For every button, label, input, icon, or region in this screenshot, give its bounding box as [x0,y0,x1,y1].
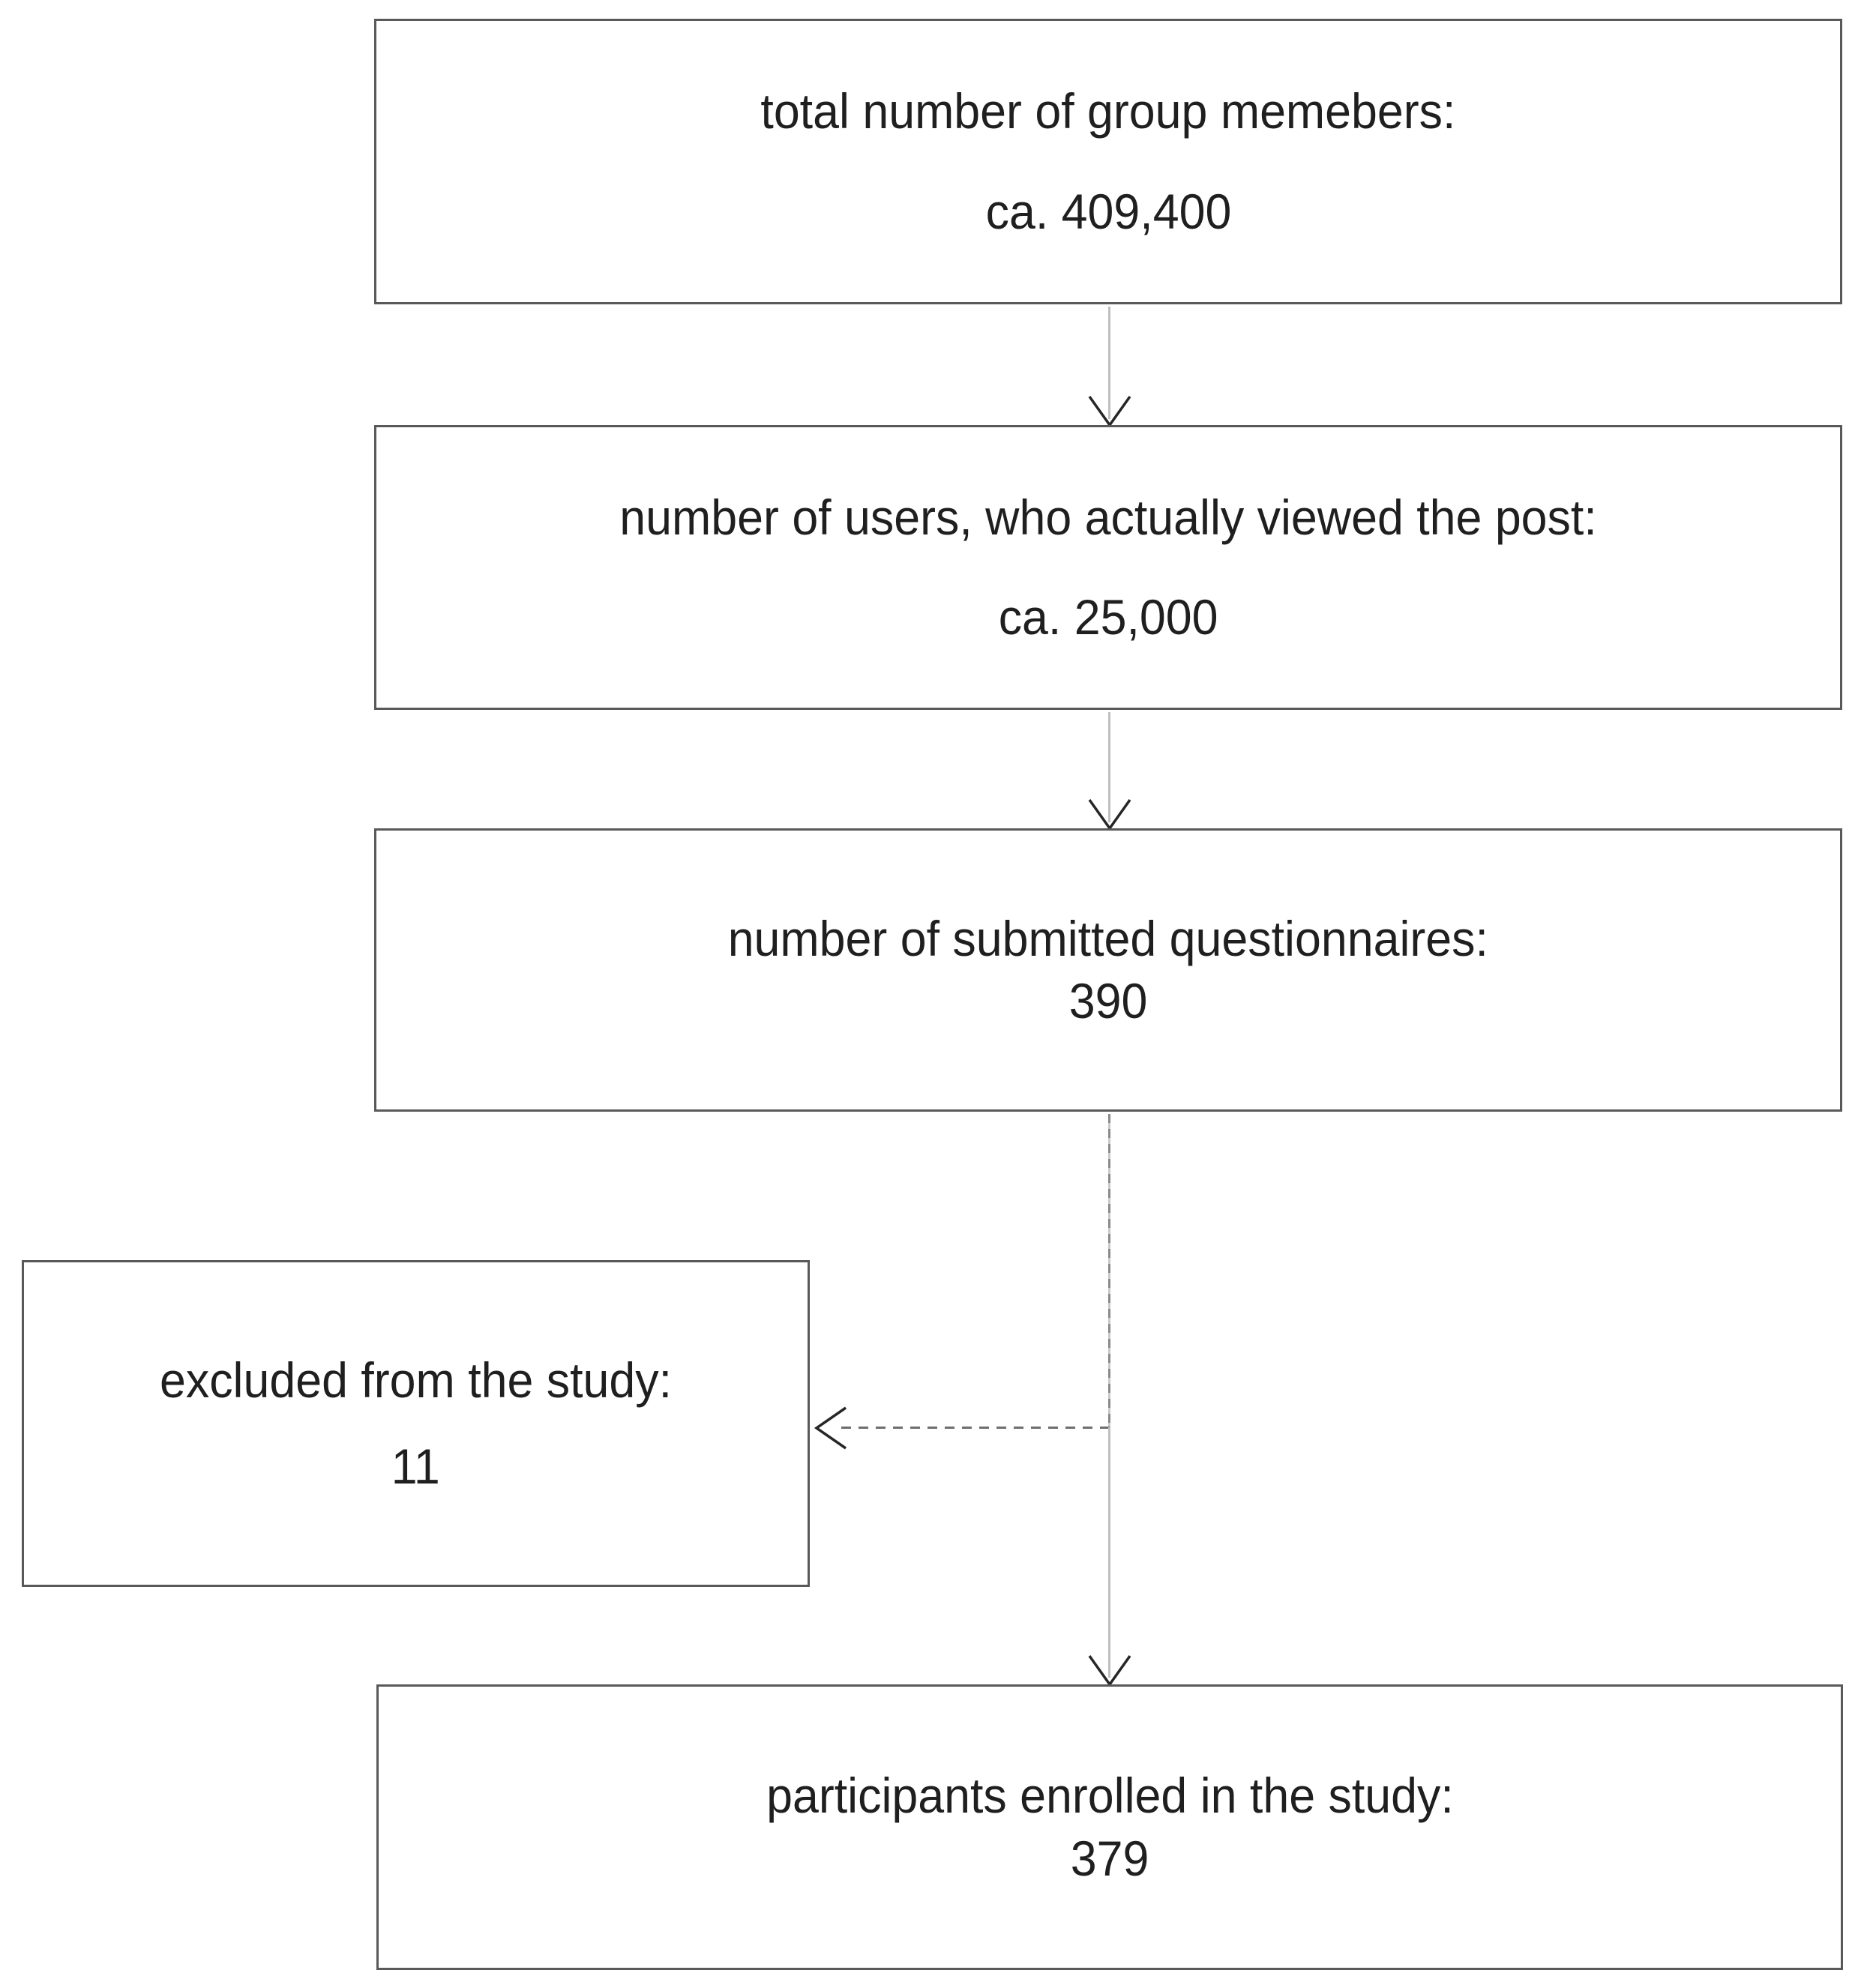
box-submitted-label: number of submitted questionnaires: [727,910,1489,966]
box-viewed-label: number of users, who actually viewed the… [619,489,1597,545]
box-participants-enrolled: participants enrolled in the study: 379 [376,1684,1843,1970]
box-excluded-from-study: excluded from the study: 11 [22,1260,810,1587]
dashed-line-to-excluded [841,1427,1110,1429]
box-users-viewed-post: number of users, who actually viewed the… [374,425,1842,710]
arrow-down-icon [1088,798,1131,831]
arrow-shaft-viewed-to-submitted [1108,712,1110,822]
arrow-left-icon [814,1406,847,1450]
arrow-shaft-total-to-viewed [1108,307,1110,419]
box-enrolled-value: 379 [1070,1830,1149,1886]
box-total-group-members: total number of group memebers: ca. 409,… [374,19,1842,304]
box-enrolled-label: participants enrolled in the study: [766,1768,1454,1824]
box-excluded-label: excluded from the study: [159,1352,673,1408]
box-viewed-value: ca. 25,000 [998,589,1218,645]
arrow-shaft-submitted-to-enrolled [1108,1427,1110,1678]
box-submitted-value: 390 [1068,973,1148,1028]
box-total-value: ca. 409,400 [985,183,1231,239]
dashed-line-vertical [1108,1114,1110,1427]
box-excluded-value: 11 [391,1439,441,1494]
box-submitted-questionnaires: number of submitted questionnaires: 390 [374,828,1842,1112]
arrow-down-icon [1088,1654,1131,1687]
arrow-down-icon [1088,395,1131,428]
box-total-label: total number of group memebers: [760,83,1456,139]
